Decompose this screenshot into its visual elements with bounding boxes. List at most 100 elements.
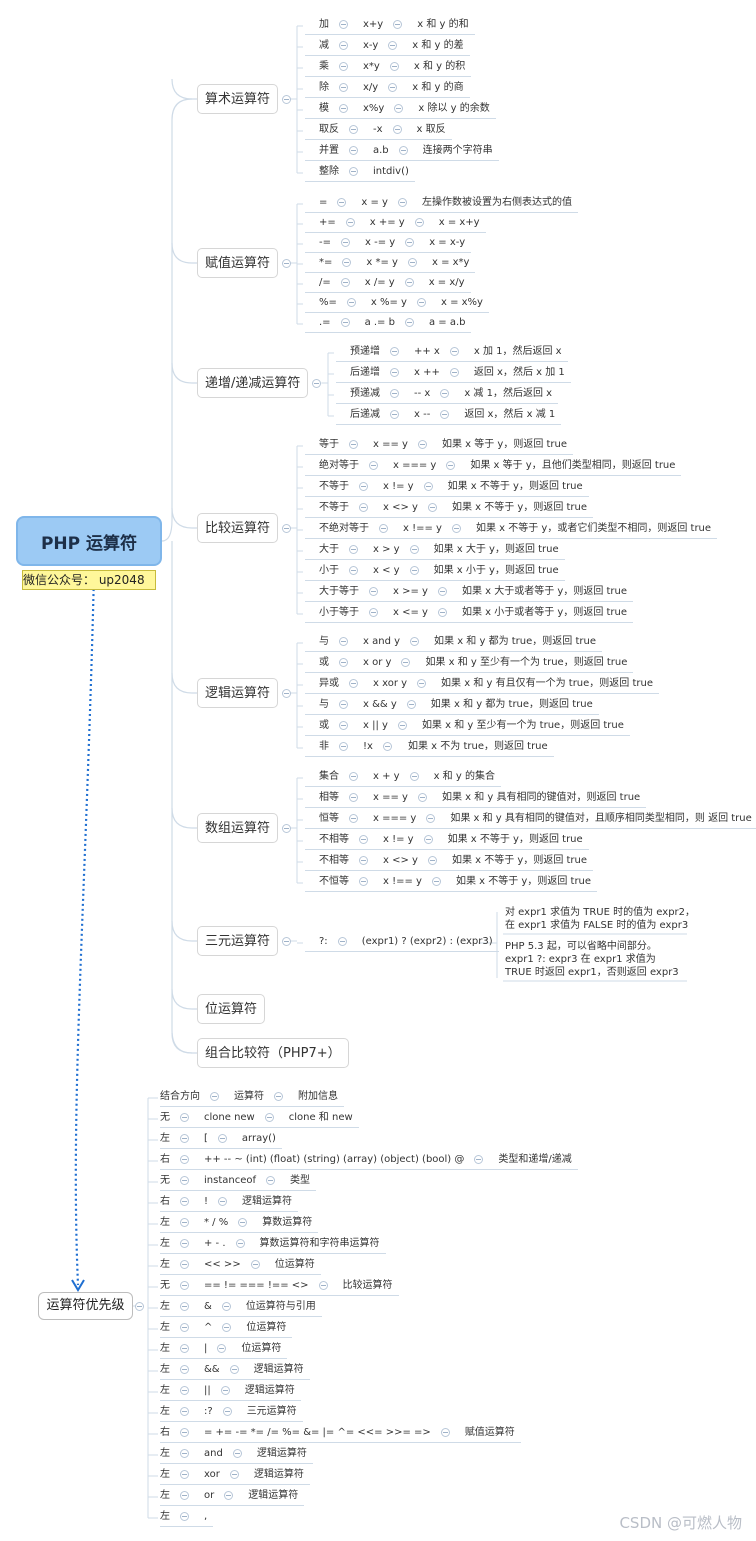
collapse-toggle[interactable] bbox=[282, 689, 292, 698]
collapse-toggle[interactable] bbox=[359, 877, 368, 886]
category-node[interactable]: 数组运算符 bbox=[197, 813, 279, 843]
collapse-toggle[interactable] bbox=[437, 587, 447, 596]
collapse-toggle[interactable] bbox=[446, 461, 456, 470]
collapse-toggle[interactable] bbox=[397, 721, 407, 730]
collapse-toggle[interactable] bbox=[349, 772, 358, 781]
collapse-toggle[interactable] bbox=[359, 856, 368, 865]
collapse-toggle[interactable] bbox=[440, 1428, 450, 1437]
collapse-toggle[interactable] bbox=[218, 1197, 228, 1206]
collapse-toggle[interactable] bbox=[345, 218, 355, 227]
collapse-toggle[interactable] bbox=[427, 856, 437, 865]
collapse-toggle[interactable] bbox=[405, 238, 415, 247]
collapse-toggle[interactable] bbox=[417, 793, 427, 802]
collapse-toggle[interactable] bbox=[180, 1365, 189, 1374]
collapse-toggle[interactable] bbox=[440, 410, 450, 419]
collapse-toggle[interactable] bbox=[266, 1176, 276, 1185]
collapse-toggle[interactable] bbox=[398, 146, 408, 155]
collapse-toggle[interactable] bbox=[339, 104, 348, 113]
collapse-toggle[interactable] bbox=[180, 1176, 189, 1185]
collapse-toggle[interactable] bbox=[180, 1512, 189, 1521]
collapse-toggle[interactable] bbox=[349, 679, 358, 688]
category-node[interactable]: 组合比较符（PHP7+） bbox=[197, 1038, 349, 1068]
collapse-toggle[interactable] bbox=[339, 20, 348, 29]
collapse-toggle[interactable] bbox=[379, 524, 388, 533]
collapse-toggle[interactable] bbox=[407, 258, 417, 267]
collapse-toggle[interactable] bbox=[282, 259, 292, 268]
collapse-toggle[interactable] bbox=[342, 258, 352, 267]
collapse-toggle[interactable] bbox=[282, 937, 292, 946]
collapse-toggle[interactable] bbox=[135, 1302, 144, 1311]
collapse-toggle[interactable] bbox=[397, 198, 407, 207]
collapse-toggle[interactable] bbox=[414, 218, 424, 227]
collapse-toggle[interactable] bbox=[180, 1428, 189, 1437]
collapse-toggle[interactable] bbox=[349, 167, 358, 176]
collapse-toggle[interactable] bbox=[426, 814, 436, 823]
collapse-toggle[interactable] bbox=[180, 1113, 189, 1122]
category-node[interactable]: 位运算符 bbox=[197, 994, 266, 1024]
collapse-toggle[interactable] bbox=[404, 278, 414, 287]
collapse-toggle[interactable] bbox=[417, 440, 427, 449]
collapse-toggle[interactable] bbox=[423, 482, 433, 491]
collapse-toggle[interactable] bbox=[349, 814, 358, 823]
collapse-toggle[interactable] bbox=[341, 238, 350, 247]
collapse-toggle[interactable] bbox=[359, 482, 368, 491]
collapse-toggle[interactable] bbox=[282, 95, 292, 104]
collapse-toggle[interactable] bbox=[369, 608, 378, 617]
category-node[interactable]: 赋值运算符 bbox=[197, 248, 279, 278]
collapse-toggle[interactable] bbox=[404, 318, 414, 327]
collapse-toggle[interactable] bbox=[337, 198, 347, 207]
collapse-toggle[interactable] bbox=[474, 1155, 484, 1164]
collapse-toggle[interactable] bbox=[392, 125, 402, 134]
collapse-toggle[interactable] bbox=[180, 1218, 189, 1227]
collapse-toggle[interactable] bbox=[180, 1197, 189, 1206]
collapse-toggle[interactable] bbox=[388, 41, 398, 50]
collapse-toggle[interactable] bbox=[180, 1239, 189, 1248]
collapse-toggle[interactable] bbox=[217, 1344, 227, 1353]
collapse-toggle[interactable] bbox=[431, 877, 441, 886]
collapse-toggle[interactable] bbox=[339, 721, 348, 730]
category-node[interactable]: 递增/递减运算符 bbox=[197, 368, 309, 398]
collapse-toggle[interactable] bbox=[369, 587, 378, 596]
collapse-toggle[interactable] bbox=[349, 566, 358, 575]
collapse-toggle[interactable] bbox=[180, 1155, 189, 1164]
collapse-toggle[interactable] bbox=[451, 524, 461, 533]
collapse-toggle[interactable] bbox=[406, 700, 416, 709]
collapse-toggle[interactable] bbox=[390, 410, 399, 419]
collapse-toggle[interactable] bbox=[409, 772, 419, 781]
collapse-toggle[interactable] bbox=[180, 1386, 189, 1395]
collapse-toggle[interactable] bbox=[235, 1239, 245, 1248]
collapse-toggle[interactable] bbox=[346, 298, 356, 307]
collapse-toggle[interactable] bbox=[359, 835, 368, 844]
collapse-toggle[interactable] bbox=[180, 1260, 189, 1269]
collapse-toggle[interactable] bbox=[217, 1134, 227, 1143]
collapse-toggle[interactable] bbox=[229, 1365, 239, 1374]
collapse-toggle[interactable] bbox=[339, 41, 348, 50]
collapse-toggle[interactable] bbox=[210, 1092, 219, 1101]
collapse-toggle[interactable] bbox=[312, 379, 322, 388]
collapse-toggle[interactable] bbox=[282, 824, 292, 833]
collapse-toggle[interactable] bbox=[349, 125, 358, 134]
collapse-toggle[interactable] bbox=[417, 679, 427, 688]
collapse-toggle[interactable] bbox=[427, 503, 437, 512]
collapse-toggle[interactable] bbox=[339, 742, 348, 751]
collapse-toggle[interactable] bbox=[339, 83, 348, 92]
collapse-toggle[interactable] bbox=[180, 1134, 189, 1143]
collapse-toggle[interactable] bbox=[221, 1302, 231, 1311]
collapse-toggle[interactable] bbox=[238, 1218, 248, 1227]
collapse-toggle[interactable] bbox=[393, 20, 403, 29]
collapse-toggle[interactable] bbox=[250, 1260, 260, 1269]
collapse-toggle[interactable] bbox=[274, 1092, 283, 1101]
collapse-toggle[interactable] bbox=[410, 637, 420, 646]
collapse-toggle[interactable] bbox=[282, 524, 292, 533]
collapse-toggle[interactable] bbox=[222, 1407, 232, 1416]
collapse-toggle[interactable] bbox=[222, 1323, 232, 1332]
collapse-toggle[interactable] bbox=[449, 368, 459, 377]
collapse-toggle[interactable] bbox=[232, 1449, 242, 1458]
collapse-toggle[interactable] bbox=[349, 545, 358, 554]
category-node[interactable]: 三元运算符 bbox=[197, 926, 279, 956]
category-node[interactable]: 比较运算符 bbox=[197, 513, 279, 543]
collapse-toggle[interactable] bbox=[180, 1281, 189, 1290]
collapse-toggle[interactable] bbox=[416, 298, 426, 307]
collapse-toggle[interactable] bbox=[180, 1323, 189, 1332]
collapse-toggle[interactable] bbox=[390, 389, 399, 398]
